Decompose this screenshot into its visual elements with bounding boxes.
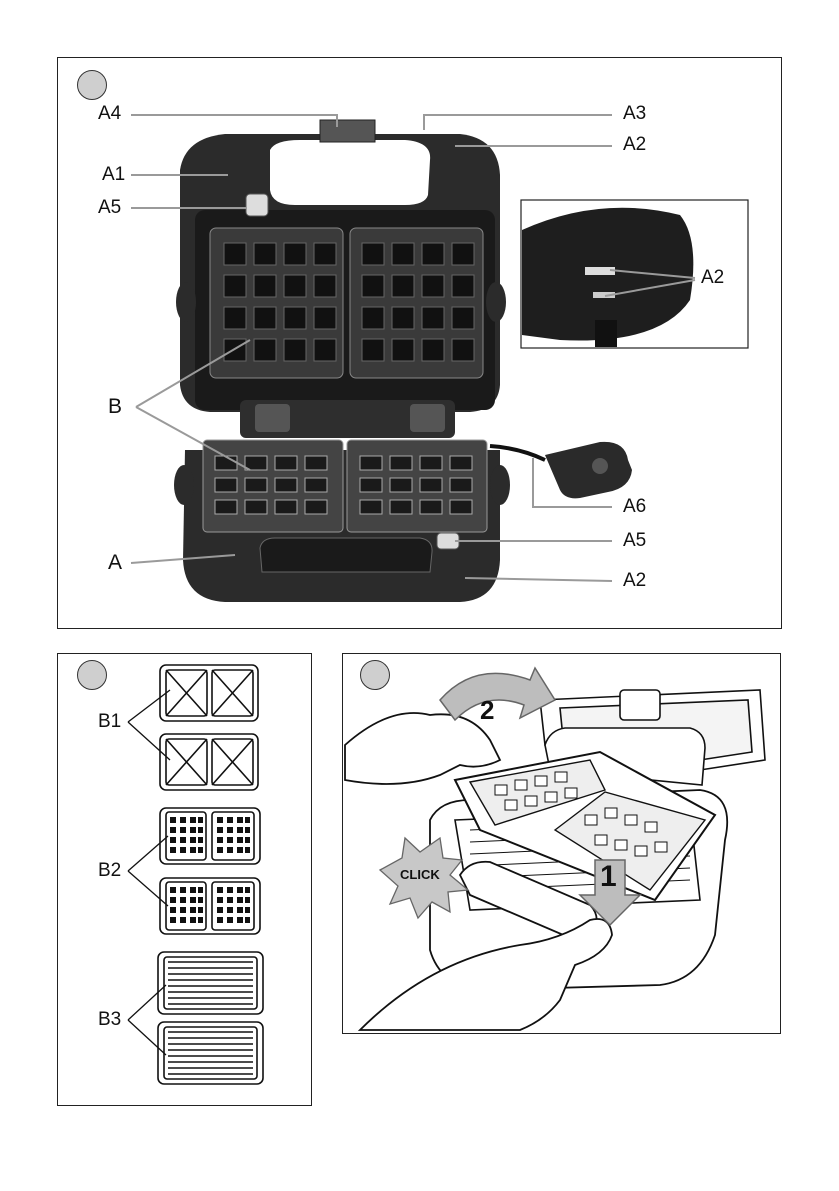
arrow-2: [440, 668, 555, 720]
step-2-label: 2: [480, 697, 494, 723]
upper-hand: [345, 713, 500, 784]
click-label: CLICK: [400, 868, 440, 881]
step-1-label: 1: [600, 862, 617, 892]
